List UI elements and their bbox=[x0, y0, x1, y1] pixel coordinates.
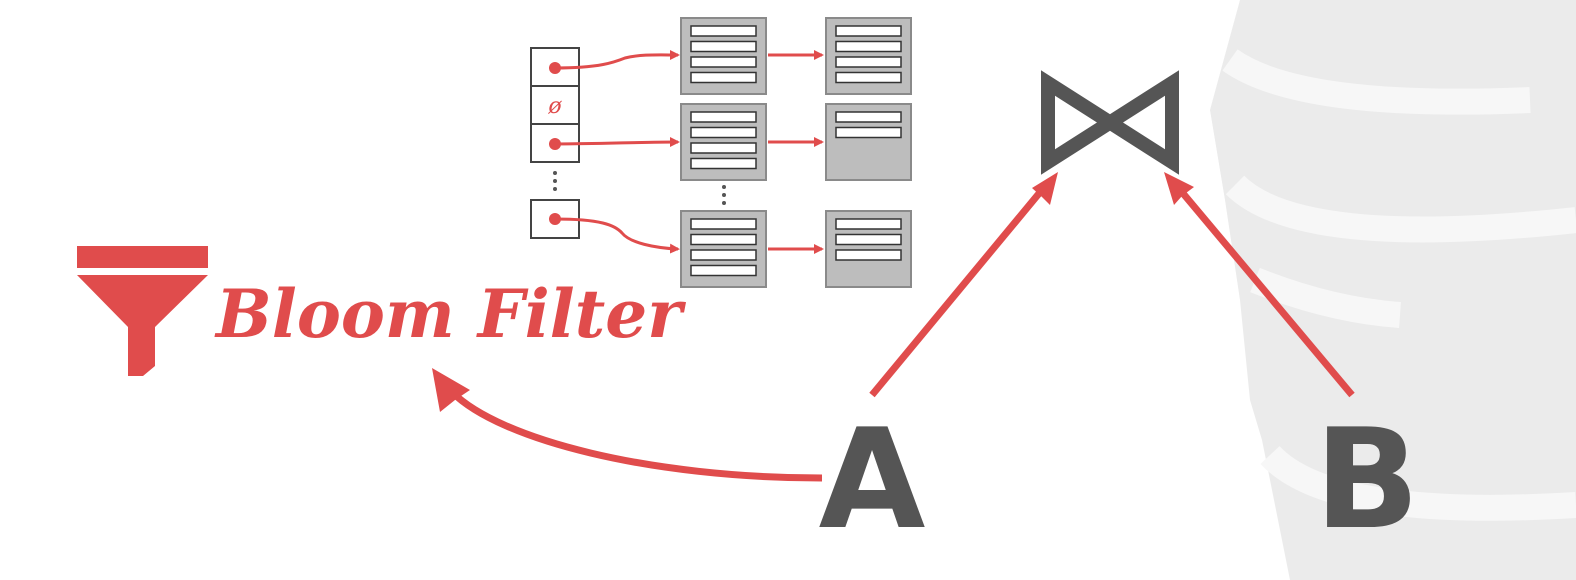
bucket-entry bbox=[835, 126, 902, 139]
relation-b-label: B bbox=[1314, 399, 1419, 560]
hash-table: ø bbox=[530, 47, 580, 239]
bucket-entry bbox=[690, 249, 757, 261]
hash-buckets bbox=[680, 17, 912, 288]
bucket-entry bbox=[835, 71, 902, 84]
bowtie-join-icon bbox=[1041, 70, 1179, 175]
bucket-entry bbox=[835, 56, 902, 68]
bucket-entry bbox=[690, 111, 757, 123]
relation-a-label: A bbox=[819, 399, 926, 560]
vertical-ellipsis bbox=[722, 185, 726, 205]
bucket-pointers bbox=[554, 49, 824, 254]
null-slot-symbol: ø bbox=[547, 94, 562, 119]
bucket-entry bbox=[835, 111, 902, 123]
hash-slot bbox=[530, 85, 580, 125]
bucket-entry bbox=[690, 264, 757, 277]
bucket-entry bbox=[690, 233, 757, 246]
bucket-entry bbox=[690, 142, 757, 154]
bucket-entry bbox=[835, 233, 902, 246]
bucket-entry bbox=[835, 40, 902, 53]
bucket-entry bbox=[690, 126, 757, 139]
bucket-entry bbox=[690, 40, 757, 53]
flow-arrows bbox=[449, 182, 1355, 482]
arrowheads bbox=[432, 172, 1194, 412]
vertical-ellipsis bbox=[553, 171, 557, 191]
cylinder-highlights bbox=[1222, 49, 1576, 521]
bucket-entry bbox=[835, 25, 902, 37]
bucket-entry bbox=[690, 218, 757, 230]
pointer-origin-dots bbox=[549, 62, 561, 225]
bucket-entry bbox=[690, 25, 757, 37]
bucket-entry bbox=[690, 56, 757, 68]
bucket-entry bbox=[690, 71, 757, 84]
funnel-icon bbox=[77, 246, 208, 376]
bucket-entry bbox=[835, 249, 902, 261]
bloom-filter-label: Bloom Filter bbox=[214, 275, 686, 353]
bucket-entry bbox=[835, 218, 902, 230]
bucket-entry bbox=[690, 157, 757, 170]
database-cylinder-background bbox=[1210, 0, 1576, 580]
